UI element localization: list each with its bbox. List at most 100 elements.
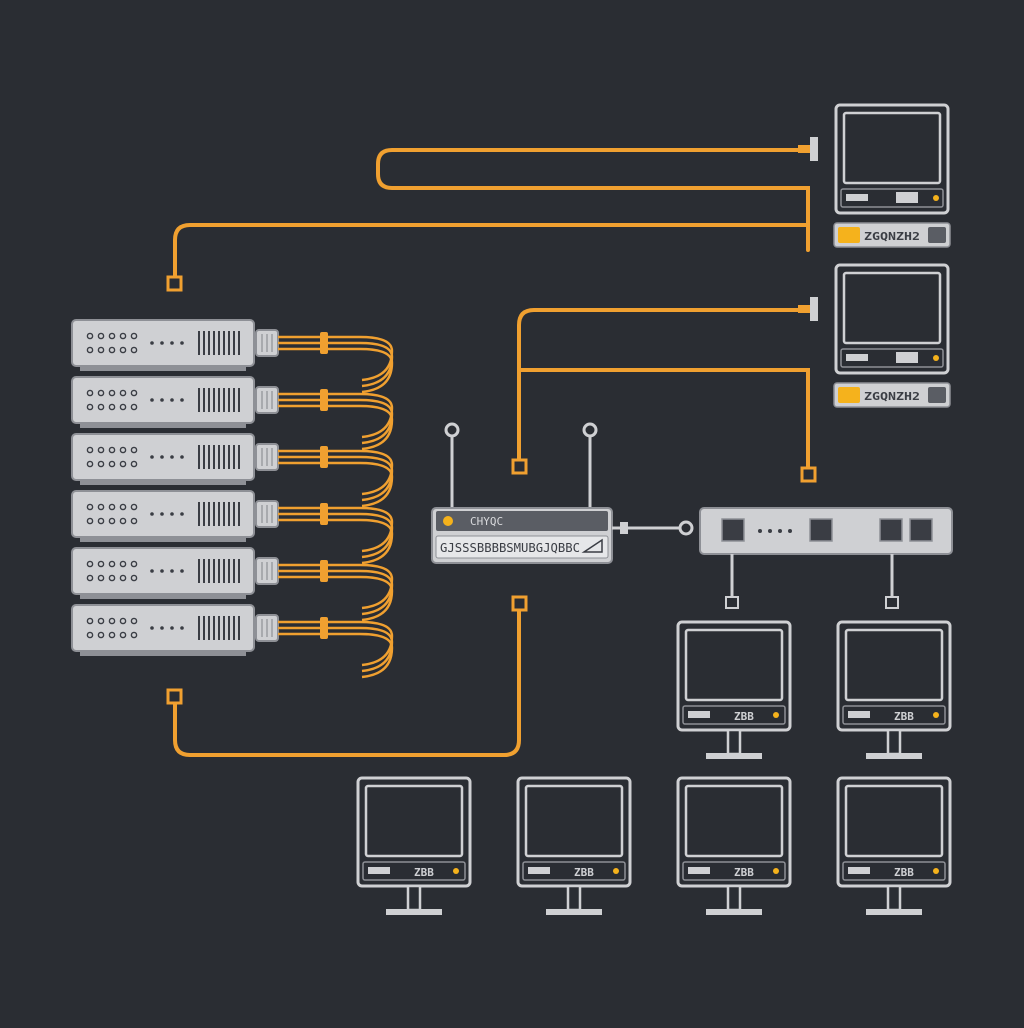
server-status-light [97, 631, 105, 639]
monitor-tag: ZBB [734, 866, 754, 879]
server-vent-slot [213, 331, 215, 355]
server-vent-slot [238, 616, 240, 640]
server-indicator-dot [150, 455, 154, 459]
server-status-light [108, 389, 116, 397]
server-vent-slot [218, 388, 220, 412]
monitor[interactable]: ZBB [516, 776, 632, 915]
server-status-light [119, 574, 127, 582]
monitor-drive-slot [848, 711, 870, 718]
terminal-plug [810, 297, 818, 321]
switch-drop-connector [885, 596, 899, 609]
server-status-light [108, 346, 116, 354]
server-status-light [130, 503, 138, 511]
monitor-stand-foot [866, 909, 922, 915]
server-indicator-dot [150, 398, 154, 402]
patch-cable [278, 461, 394, 508]
server-status-light [108, 617, 116, 625]
server-unit[interactable] [71, 319, 279, 371]
router-status-led [443, 516, 453, 526]
cable-end-connector [511, 595, 528, 612]
server-vent-slot [198, 502, 200, 526]
server-status-light [119, 517, 127, 525]
monitor-screen [844, 628, 944, 702]
server-unit[interactable] [71, 490, 279, 542]
server-status-light [97, 617, 105, 625]
patch-cable-clip [320, 560, 328, 582]
server-vent-slot [218, 559, 220, 583]
monitor-drive-slot [688, 867, 710, 874]
server-status-light [119, 617, 127, 625]
terminal-screen [842, 111, 942, 185]
monitor[interactable]: ZBB [836, 776, 952, 915]
patch-cable-clip [320, 446, 328, 468]
server-status-light [119, 446, 127, 454]
server-indicator-dot [170, 455, 174, 459]
monitor-stand-foot [706, 753, 762, 759]
terminal[interactable]: ZGQNZH2 [798, 103, 951, 248]
cable-router-to-rack [173, 603, 521, 757]
server-indicator-dot [170, 341, 174, 345]
terminal-label-led [838, 227, 860, 243]
server-base [80, 422, 246, 428]
server-unit[interactable] [71, 376, 279, 428]
monitor[interactable]: ZBB [676, 620, 792, 759]
server-vent-slot [223, 445, 225, 469]
server-status-light [86, 631, 94, 639]
server-vent-slot [228, 445, 230, 469]
server-unit[interactable] [71, 604, 279, 656]
server-unit[interactable] [71, 547, 279, 599]
server-vent-slot [223, 559, 225, 583]
server-status-light [119, 631, 127, 639]
patch-cable [278, 518, 394, 565]
monitor[interactable]: ZBB [356, 776, 472, 915]
switch-port[interactable] [809, 518, 833, 542]
patch-cable [278, 455, 394, 502]
server-base [80, 536, 246, 542]
monitor[interactable]: ZBB [836, 620, 952, 759]
terminal-grille [896, 192, 918, 203]
server-indicator-dot [170, 512, 174, 516]
server-status-light [108, 403, 116, 411]
server-status-light [130, 560, 138, 568]
cable-end-connector [511, 458, 528, 475]
network-switch[interactable] [699, 507, 953, 609]
monitor-stand-foot [706, 909, 762, 915]
server-status-light [108, 560, 116, 568]
server-status-light [97, 332, 105, 340]
monitor-tag: ZBB [894, 710, 914, 723]
server-status-light [86, 560, 94, 568]
switch-port[interactable] [909, 518, 933, 542]
server-status-light [130, 403, 138, 411]
router[interactable]: CHYQC GJSSSBBBBSMUBGJQBBC [431, 422, 613, 564]
switch-port[interactable] [721, 518, 745, 542]
server-vent-slot [208, 388, 210, 412]
monitor[interactable]: ZBB [676, 776, 792, 915]
monitor-stand-foot [866, 753, 922, 759]
server-status-light [119, 346, 127, 354]
server-base [80, 479, 246, 485]
server-status-light [86, 346, 94, 354]
monitor-drive-slot [688, 711, 710, 718]
server-indicator-dot [160, 512, 164, 516]
server-indicator-dot [160, 341, 164, 345]
server-vent-slot [213, 388, 215, 412]
server-vent-slot [208, 616, 210, 640]
terminal-screen [842, 271, 942, 345]
server-vent-slot [198, 388, 200, 412]
cable-terminal-2 [517, 308, 814, 464]
server-vent-slot [208, 445, 210, 469]
server-unit[interactable] [71, 433, 279, 485]
terminal[interactable]: ZGQNZH2 [798, 263, 951, 408]
terminal-label: ZGQNZH2 [864, 230, 920, 243]
monitor-power-led [933, 868, 939, 874]
server-indicator-dot [170, 569, 174, 573]
server-vent-slot [218, 616, 220, 640]
monitor-base-panel [522, 861, 626, 881]
server-status-light [86, 332, 94, 340]
patch-cable [278, 404, 394, 451]
router-antenna-tip-right [582, 422, 598, 438]
router-switch-link [612, 520, 694, 536]
switch-port[interactable] [879, 518, 903, 542]
